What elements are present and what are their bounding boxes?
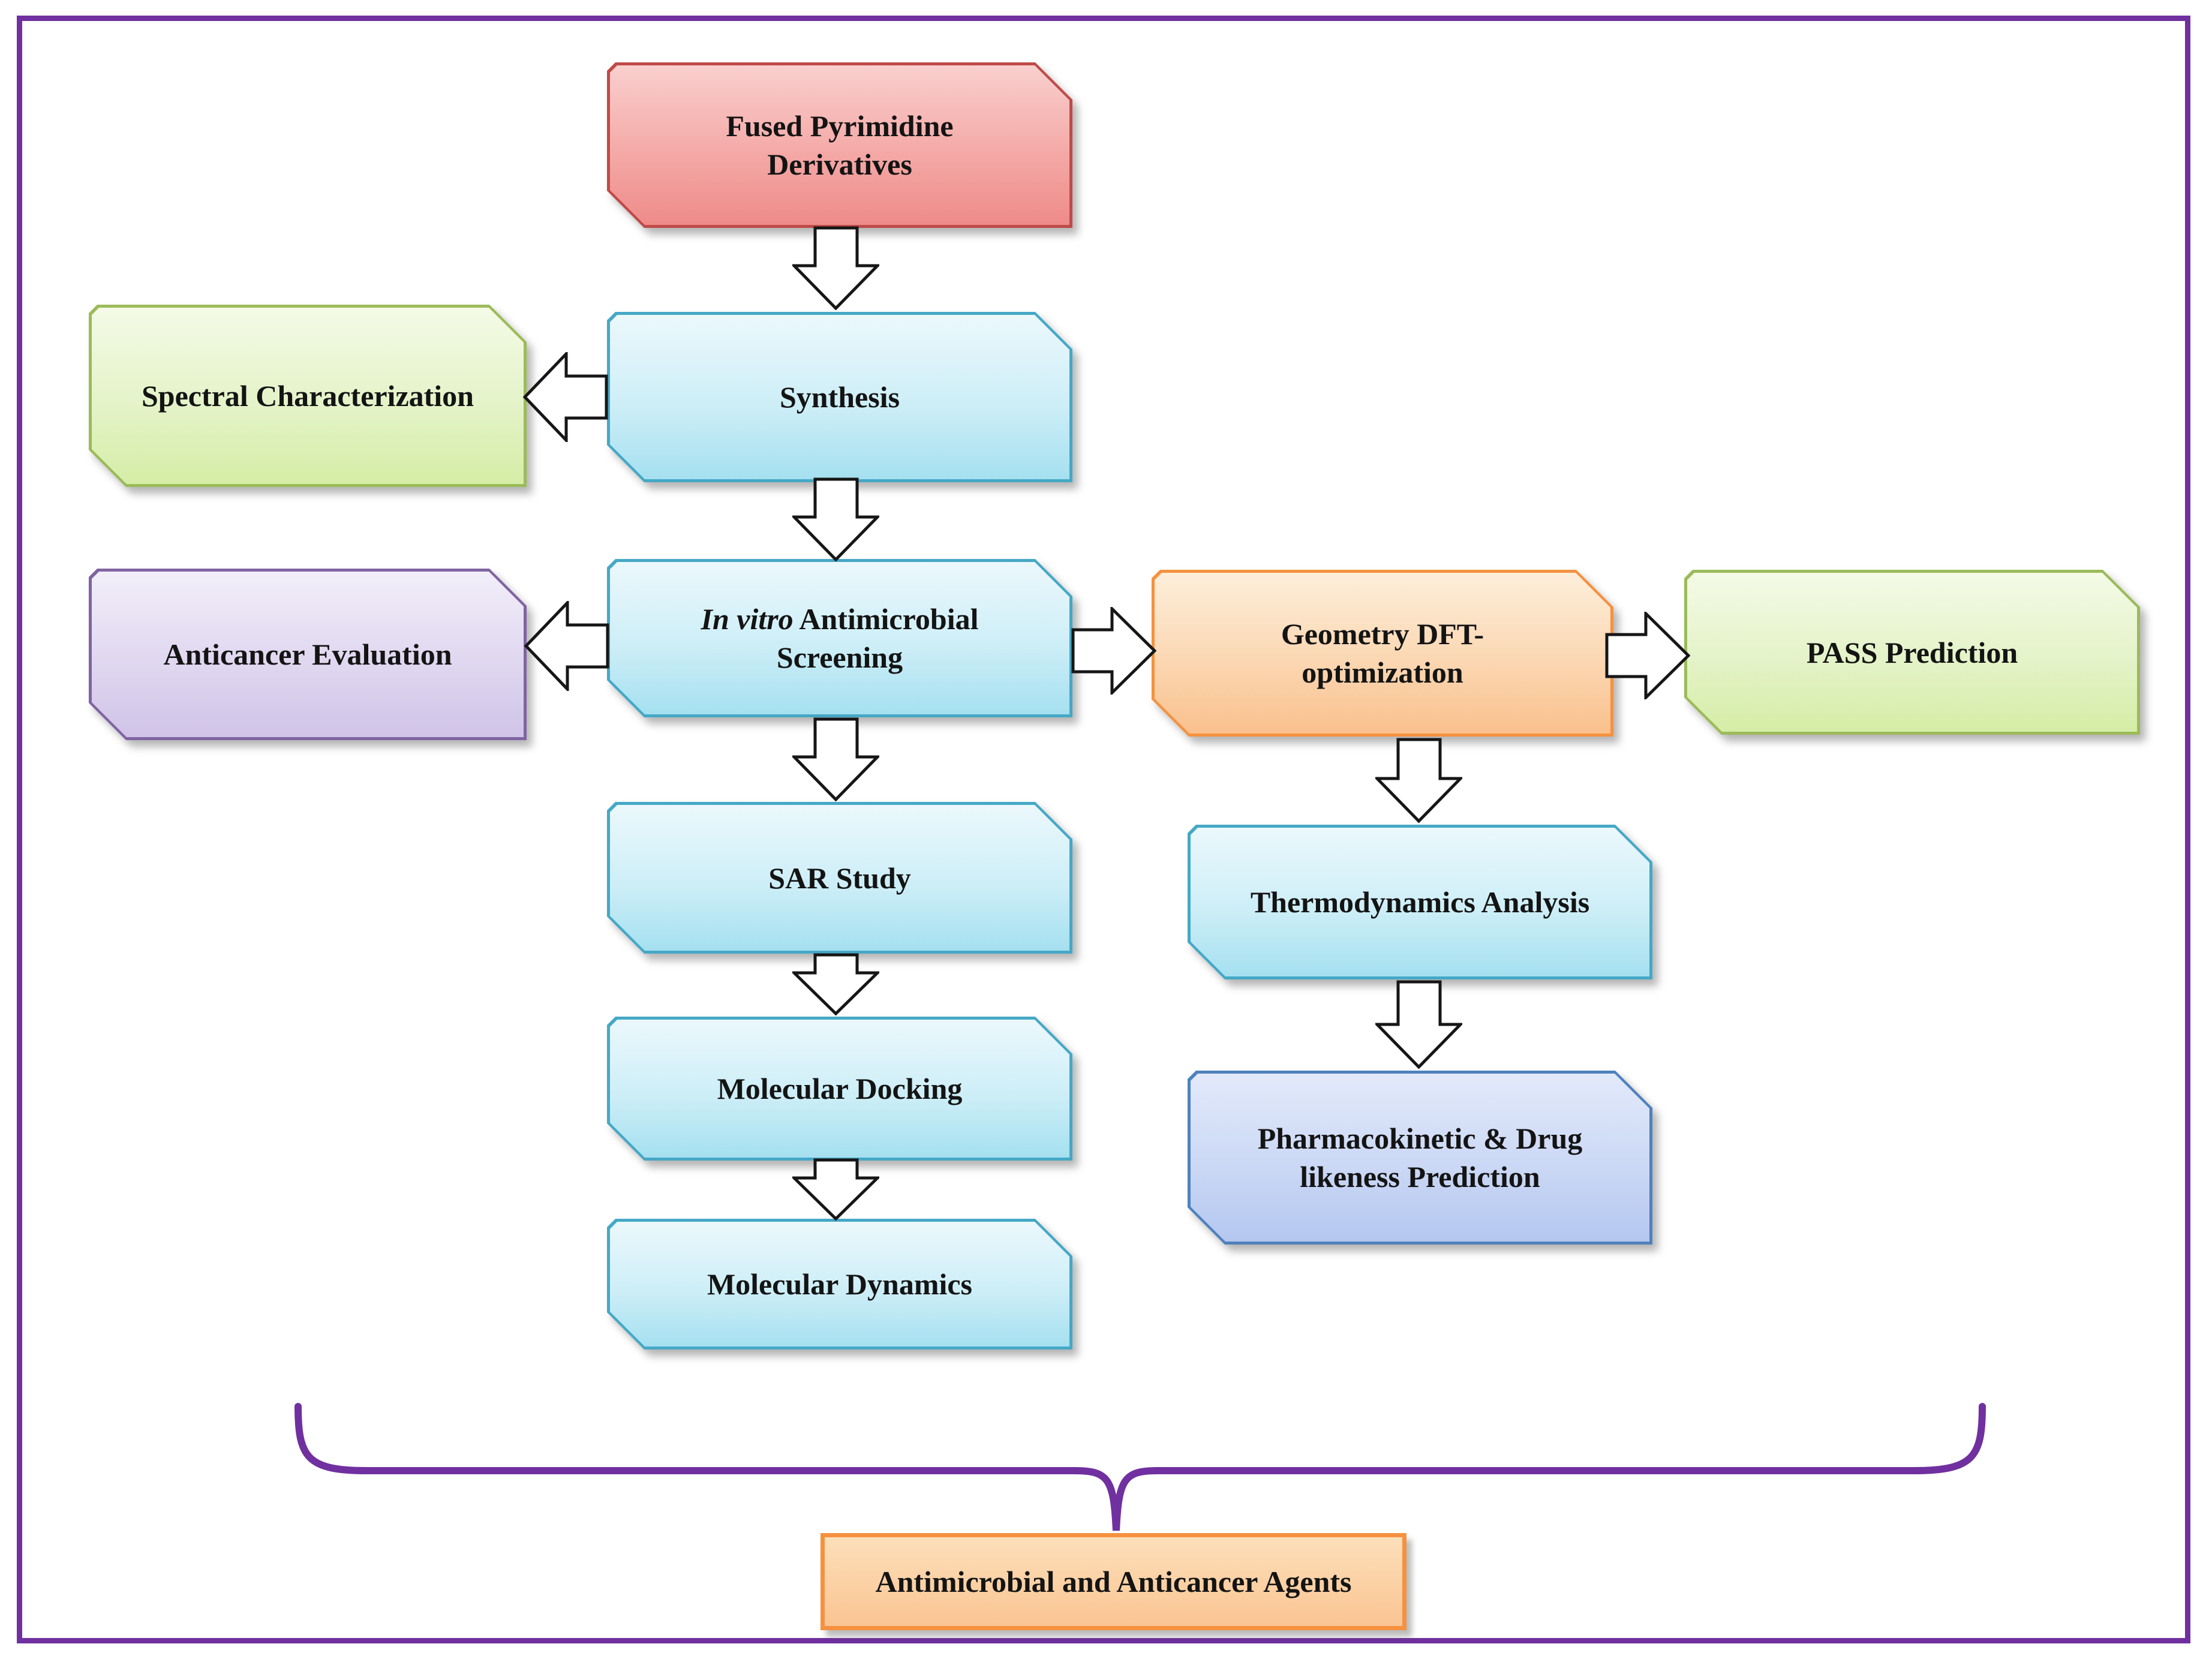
node-label: Thermodynamics Analysis: [1250, 885, 1590, 919]
right-arrow-icon: [1071, 607, 1156, 695]
left-arrow-icon: [524, 601, 609, 691]
node-pass-prediction: PASS Prediction: [1684, 570, 2140, 735]
node-anticancer-evaluation: Anticancer Evaluation: [89, 569, 527, 740]
down-arrow-icon: [792, 953, 879, 1015]
node-label: Anticancer Evaluation: [163, 638, 452, 671]
node-label: optimization: [1302, 656, 1463, 689]
node-label: Pharmacokinetic & Drug: [1257, 1122, 1583, 1155]
node-label: In vitro Antimicrobial: [701, 602, 979, 636]
node-pharmacokinetic-prediction: Pharmacokinetic & Drug likeness Predicti…: [1188, 1071, 1652, 1245]
node-spectral-characterization: Spectral Characterization: [89, 305, 527, 487]
node-label: Molecular Docking: [717, 1072, 963, 1105]
page-border: [17, 16, 2190, 1643]
node-molecular-dynamics: Molecular Dynamics: [607, 1219, 1072, 1350]
node-label: likeness Prediction: [1300, 1160, 1540, 1194]
node-sar-study: SAR Study: [607, 802, 1072, 954]
node-label: Molecular Dynamics: [707, 1267, 973, 1301]
node-fused-pyrimidine: Fused Pyrimidine Derivatives: [607, 62, 1072, 228]
node-label: Geometry DFT-: [1281, 617, 1484, 651]
node-label: Derivatives: [767, 148, 912, 181]
node-antimicrobial-screening: In vitro Antimicrobial Screening: [607, 559, 1072, 717]
node-final-agents: Antimicrobial and Anticancer Agents: [821, 1533, 1406, 1630]
down-arrow-icon: [792, 477, 879, 561]
node-label: Antimicrobial and Anticancer Agents: [875, 1565, 1352, 1598]
node-label: PASS Prediction: [1806, 635, 2018, 669]
node-label: Screening: [776, 641, 903, 674]
left-arrow-icon: [523, 352, 608, 442]
down-arrow-icon: [792, 1158, 879, 1221]
down-arrow-icon: [1375, 980, 1462, 1069]
node-label: Fused Pyrimidine: [726, 109, 954, 143]
down-arrow-icon: [792, 717, 879, 801]
node-label: Synthesis: [779, 380, 900, 414]
node-thermodynamics-analysis: Thermodynamics Analysis: [1188, 825, 1652, 979]
down-arrow-icon: [1375, 738, 1462, 823]
right-arrow-icon: [1605, 612, 1690, 699]
node-label: Spectral Characterization: [141, 379, 474, 413]
node-geometry-dft-optimization: Geometry DFT- optimization: [1152, 570, 1613, 737]
node-synthesis: Synthesis: [607, 312, 1072, 482]
down-arrow-icon: [792, 226, 879, 310]
node-molecular-docking: Molecular Docking: [607, 1017, 1072, 1161]
node-label: SAR Study: [768, 861, 911, 895]
